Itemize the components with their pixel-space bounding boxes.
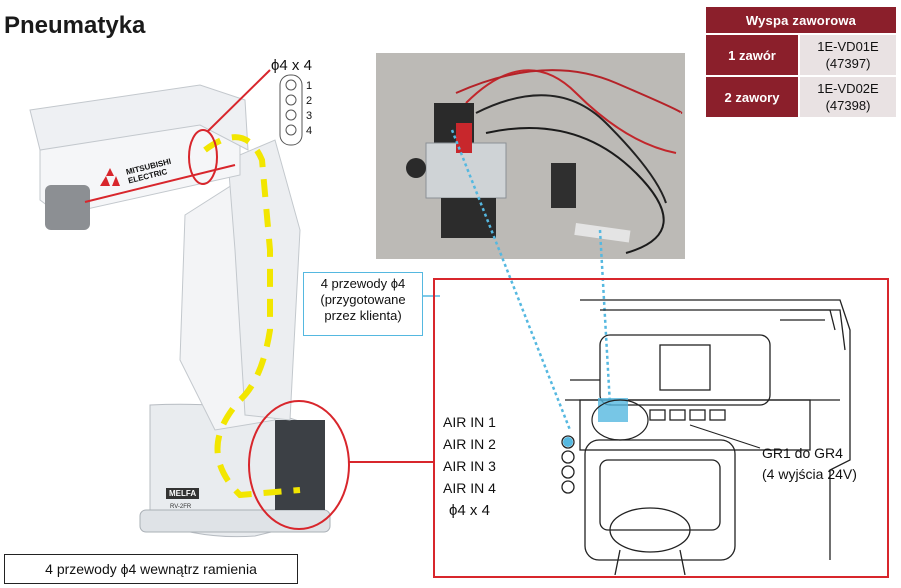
table-header: Wyspa zaworowa — [706, 7, 896, 34]
robot-tube-spec: ϕ4 x 4 — [271, 57, 312, 74]
callout-line: 4 przewody ϕ4 — [320, 276, 406, 291]
table-row: 1 zawór 1E-VD01E (47397) — [706, 33, 896, 76]
bottom-caption: 4 przewody ϕ4 wewnątrz ramienia — [4, 554, 298, 584]
port-number: 4 — [306, 125, 313, 137]
gr-line: (4 wyjścia 24V) — [762, 466, 857, 482]
base-model: RV-2FR — [170, 504, 192, 510]
port-number: 1 — [306, 80, 313, 92]
table-row: 2 zawory 1E-VD02E (47398) — [706, 75, 896, 117]
valve-island-table: Wyspa zaworowa 1 zawór 1E-VD01E (47397) … — [706, 7, 896, 117]
air-tube-spec: ϕ4 x 4 — [449, 502, 490, 519]
client-tubes-callout: 4 przewody ϕ4 (przygotowane przez klient… — [303, 272, 423, 336]
port-number: 2 — [306, 95, 313, 107]
valve-code: 1E-VD02E — [817, 81, 879, 96]
gr-output-label: GR1 do GR4 (4 wyjścia 24V) — [762, 443, 857, 485]
port-number: 3 — [306, 110, 313, 122]
valve-number: (47398) — [825, 98, 871, 113]
air-in-label: AIR IN 2 — [443, 436, 496, 452]
row-value: 1E-VD02E (47398) — [798, 75, 896, 117]
callout-line: przez klienta) — [324, 308, 402, 323]
row-value: 1E-VD01E (47397) — [798, 33, 896, 76]
air-in-label: AIR IN 1 — [443, 414, 496, 430]
valve-island-photo — [376, 53, 685, 259]
gr-line: GR1 do GR4 — [762, 445, 843, 461]
page-title: Pneumatyka — [4, 12, 146, 39]
row-label: 2 zawory — [706, 75, 799, 117]
callout-line: (przygotowane — [320, 292, 406, 307]
valve-number: (47397) — [825, 56, 871, 71]
valve-code: 1E-VD01E — [817, 39, 879, 54]
row-label: 1 zawór — [706, 33, 799, 76]
air-in-label: AIR IN 4 — [443, 480, 496, 496]
air-in-label: AIR IN 3 — [443, 458, 496, 474]
detail-frame — [433, 278, 889, 578]
base-brand: MELFA — [166, 488, 200, 499]
controller-drawing — [561, 299, 851, 575]
